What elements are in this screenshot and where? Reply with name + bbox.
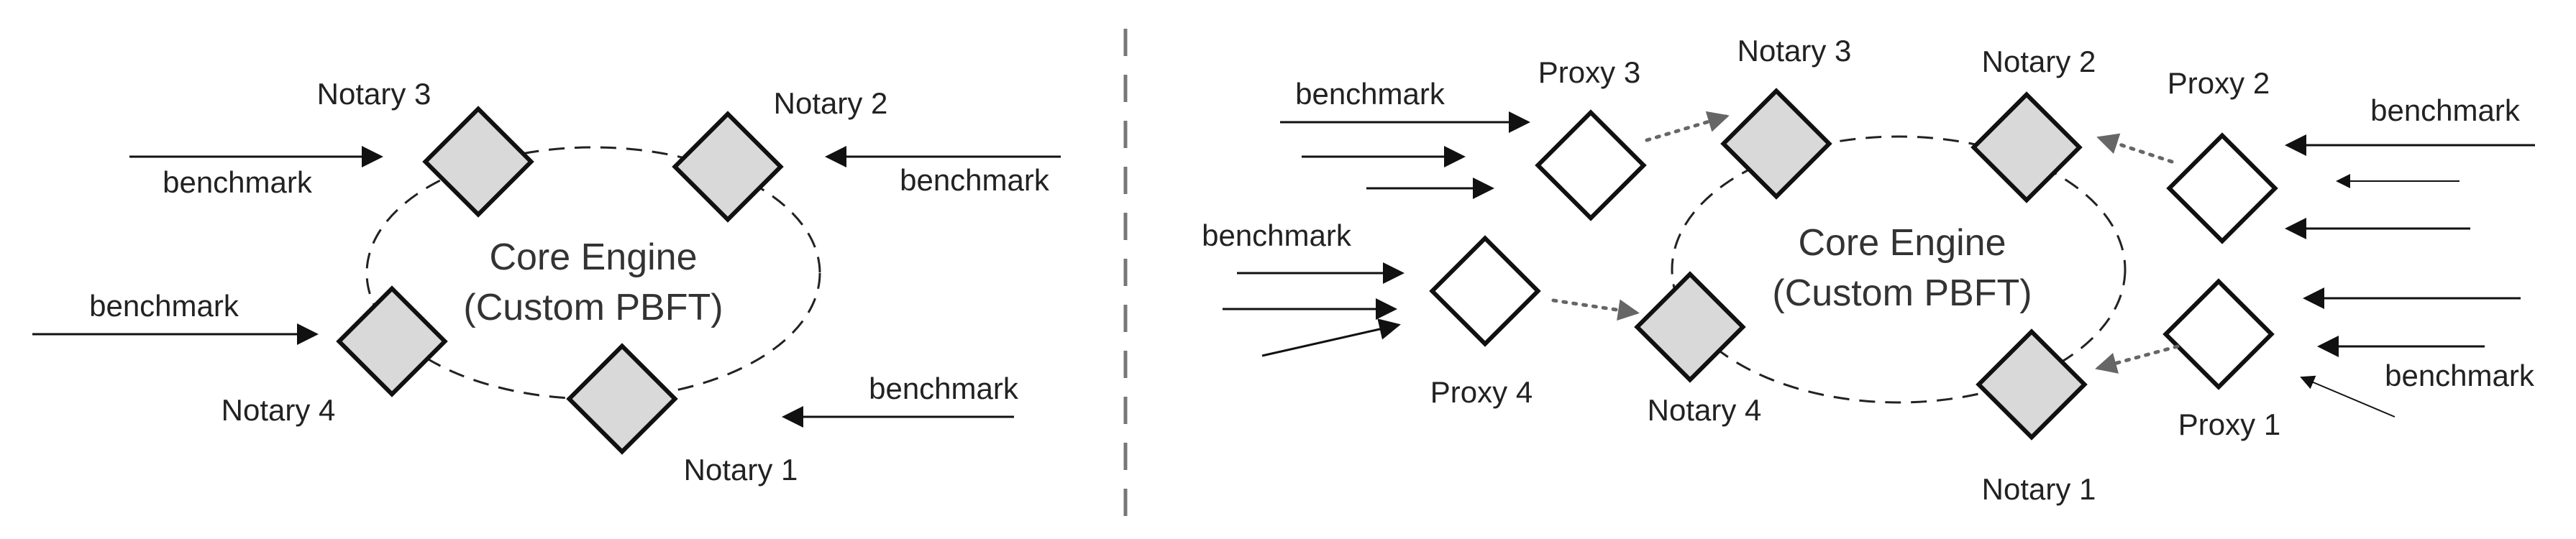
left-bench-label-notary-1: benchmark	[869, 372, 1019, 405]
right-notary-3-label: Notary 3	[1737, 34, 1852, 68]
right-proxy-4-label: Proxy 4	[1430, 375, 1533, 409]
right-notary-2-node[interactable]	[1970, 91, 2083, 203]
right-proxy-1-to-notary-1-arrow	[2095, 344, 2180, 374]
left-notary-1-node[interactable]	[566, 343, 678, 455]
right-proxy-3-label: Proxy 3	[1538, 55, 1640, 89]
left-engine-title: Core Engine	[489, 236, 697, 278]
right-proxy-4-node[interactable]	[1429, 235, 1541, 347]
right-proxy-2-label: Proxy 2	[2168, 66, 2270, 100]
right-bench-label-proxy-3: benchmark	[1295, 77, 1445, 111]
right-consensus-ring	[1671, 135, 2127, 404]
right-panel: Core Engine (Custom PBFT) Notary 3 Notar…	[1202, 34, 2535, 506]
right-bench-arrow-proxy-1-c	[2300, 375, 2395, 418]
right-proxy-3-to-notary-3-arrow	[1645, 111, 1730, 142]
right-notary-4-node[interactable]	[1634, 271, 1746, 383]
right-bench-label-proxy-4: benchmark	[1202, 218, 1352, 252]
left-notary-3-label: Notary 3	[317, 77, 431, 111]
left-notary-2-label: Notary 2	[774, 86, 888, 120]
right-proxy-2-node[interactable]	[2166, 132, 2278, 244]
right-bench-label-proxy-2: benchmark	[2370, 93, 2521, 127]
right-engine-subtitle: (Custom PBFT)	[1772, 272, 2032, 314]
right-bench-arrow-proxy-4-c	[1261, 318, 1401, 357]
left-notary-3-node[interactable]	[422, 106, 534, 218]
right-proxy-4-to-notary-4-arrow	[1551, 298, 1640, 321]
left-engine-subtitle: (Custom PBFT)	[463, 287, 723, 328]
right-proxy-2-to-notary-2-arrow	[2096, 133, 2174, 164]
left-notary-1-label: Notary 1	[684, 453, 798, 487]
left-bench-label-notary-3: benchmark	[163, 165, 313, 199]
left-consensus-ring	[365, 146, 821, 400]
left-notary-4-label: Notary 4	[221, 393, 336, 427]
right-bench-label-proxy-1: benchmark	[2385, 359, 2535, 392]
left-notary-2-node[interactable]	[672, 111, 784, 223]
right-notary-4-label: Notary 4	[1648, 393, 1762, 427]
right-proxy-3-node[interactable]	[1535, 109, 1647, 221]
left-bench-label-notary-2: benchmark	[900, 163, 1050, 197]
right-proxy-1-node[interactable]	[2162, 278, 2275, 390]
right-proxy-1-label: Proxy 1	[2178, 407, 2280, 441]
left-panel: Core Engine (Custom PBFT) Notary 3 Notar…	[32, 77, 1061, 487]
right-notary-1-node[interactable]	[1976, 328, 2088, 441]
right-notary-1-label: Notary 1	[1982, 472, 2096, 506]
left-bench-label-notary-4: benchmark	[89, 289, 239, 323]
right-notary-2-label: Notary 2	[1982, 45, 2096, 78]
left-notary-4-node[interactable]	[336, 285, 448, 397]
right-notary-3-node[interactable]	[1720, 88, 1832, 200]
right-engine-title: Core Engine	[1798, 222, 2006, 264]
